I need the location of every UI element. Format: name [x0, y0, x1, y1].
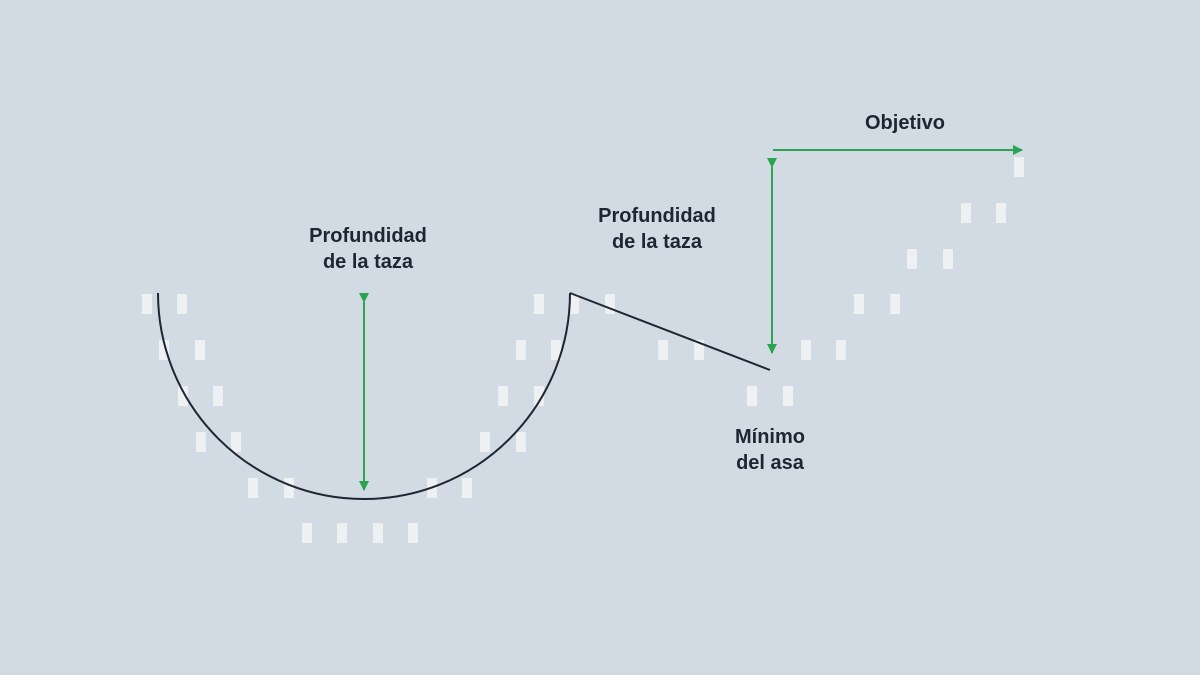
candle-bar [801, 340, 811, 360]
cup-depth-label-left: Profundidad de la taza [268, 223, 468, 275]
candle-bar [248, 478, 258, 498]
candle-bar [569, 294, 579, 314]
candle-bar [534, 294, 544, 314]
cup-depth-label-right-line2: de la taza [611, 231, 703, 253]
candle-bar [213, 386, 223, 406]
candle-bar [836, 340, 846, 360]
candle-bar [196, 432, 206, 452]
candle-bar [337, 523, 347, 543]
cup-depth-label-left-line2: de la taza [322, 251, 414, 273]
candle-bar [516, 340, 526, 360]
candle-bar [907, 249, 917, 269]
candle-bar [996, 203, 1006, 223]
candle-bar [177, 294, 187, 314]
candle-bar [943, 249, 953, 269]
candle-bar [231, 432, 241, 452]
target-label-text: Objetivo [864, 112, 945, 134]
candle-bar [480, 432, 490, 452]
candle-bar [534, 386, 544, 406]
candle-bar [551, 340, 561, 360]
candle-bar [178, 386, 188, 406]
candle-bar [658, 340, 668, 360]
candle-bar [890, 294, 900, 314]
candle-bar [195, 340, 205, 360]
candle-bar [462, 478, 472, 498]
candle-bar [694, 340, 704, 360]
handle-low-label-line1: Mínimo [735, 426, 805, 448]
cup-curve [157, 292, 571, 500]
candle-bar [747, 386, 757, 406]
candle-bar [159, 340, 169, 360]
candle-bar [961, 203, 971, 223]
candle-bar [854, 294, 864, 314]
handle-low-label-line2: del asa [736, 452, 804, 474]
candle-bar [408, 523, 418, 543]
candle-bar [284, 478, 294, 498]
handle-line [569, 292, 771, 371]
candle-bar [498, 386, 508, 406]
candle-bar [373, 523, 383, 543]
candle-bar [783, 386, 793, 406]
candle-group [142, 157, 1024, 543]
candle-bar [1014, 157, 1024, 177]
candle-bar [142, 294, 152, 314]
candle-bar [605, 294, 615, 314]
candle-bar [302, 523, 312, 543]
cup-depth-label-right: Profundidad de la taza [557, 203, 757, 255]
target-label: Objetivo [805, 110, 1005, 136]
cup-depth-label-right-line1: Profundidad [598, 205, 716, 227]
handle-low-label: Mínimo del asa [670, 424, 870, 476]
cup-depth-label-left-line1: Profundidad [309, 225, 427, 247]
candle-bar [516, 432, 526, 452]
